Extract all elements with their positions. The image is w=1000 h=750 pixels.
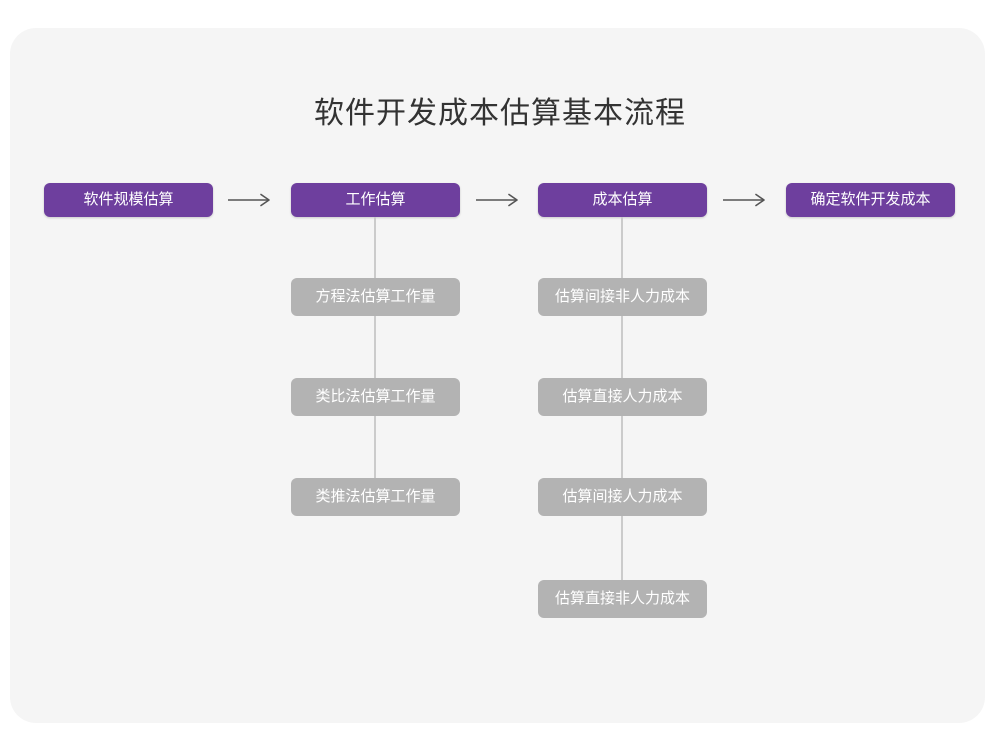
connector-branch2-segment-2 (621, 316, 623, 378)
flow-step-cost-estimation[interactable]: 成本估算 (538, 183, 707, 217)
branch1-item-analogy-method[interactable]: 类比法估算工作量 (291, 378, 460, 416)
flow-step-software-scale-estimation[interactable]: 软件规模估算 (44, 183, 213, 217)
arrow-3-icon (723, 193, 769, 207)
connector-branch1-segment-2 (374, 316, 376, 378)
connector-branch2-segment-3 (621, 416, 623, 478)
arrow-1-icon (228, 193, 274, 207)
flow-step-work-estimation[interactable]: 工作估算 (291, 183, 460, 217)
branch2-item-indirect-labor-cost[interactable]: 估算间接人力成本 (538, 478, 707, 516)
branch2-item-direct-labor-cost[interactable]: 估算直接人力成本 (538, 378, 707, 416)
connector-branch1-segment-1 (374, 217, 376, 278)
branch1-item-equation-method[interactable]: 方程法估算工作量 (291, 278, 460, 316)
connector-branch2-segment-1 (621, 217, 623, 278)
diagram-card-panel (10, 28, 985, 723)
branch2-item-direct-nonlabor-cost[interactable]: 估算直接非人力成本 (538, 580, 707, 618)
branch1-item-analogical-method[interactable]: 类推法估算工作量 (291, 478, 460, 516)
arrow-2-icon (476, 193, 522, 207)
connector-branch2-segment-4 (621, 516, 623, 580)
connector-branch1-segment-3 (374, 416, 376, 478)
page-title: 软件开发成本估算基本流程 (314, 97, 686, 130)
flow-step-determine-development-cost[interactable]: 确定软件开发成本 (786, 183, 955, 217)
branch2-item-indirect-nonlabor-cost[interactable]: 估算间接非人力成本 (538, 278, 707, 316)
